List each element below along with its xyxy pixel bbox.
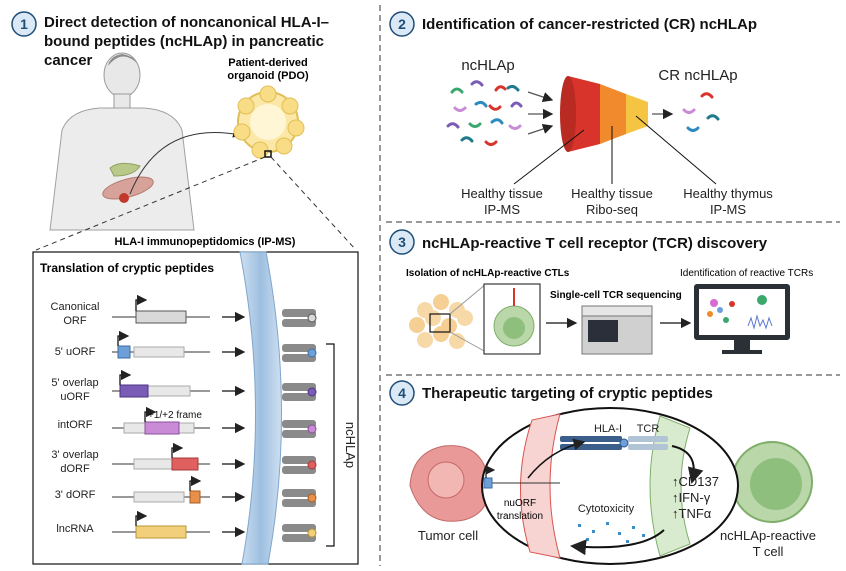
organoid-icon [233, 85, 305, 159]
effect-ifng: ↑IFN-γ [672, 490, 711, 505]
hla-tcr-complex [560, 436, 668, 450]
peptide-pool-input [446, 80, 523, 146]
funnel-input-arrows [527, 91, 554, 135]
pdo-label-line2: organoid (PDO) [227, 70, 309, 82]
tcell-label-line2: T cell [753, 544, 784, 559]
signal-arrow [671, 445, 704, 484]
effect-tnfa: ↑TNFα [672, 506, 712, 521]
row-label-canonical-2: ORF [63, 315, 87, 327]
zoom-line-right [270, 156, 357, 251]
tumor-cell-icon [409, 445, 490, 522]
filter3-line1: Healthy thymus [683, 186, 773, 201]
ipms-label: HLA-I immunopeptidomics (IP-MS) [115, 236, 296, 248]
panel3-number: 3 [398, 234, 406, 250]
cell-membrane [239, 251, 282, 565]
panel2-title: Identification of cancer-restricted (CR)… [422, 16, 757, 33]
row-label-3overlap-1: 3' overlap [51, 449, 98, 461]
sequencer-icon [581, 305, 653, 355]
translation-line2: translation [497, 511, 543, 522]
patient-figure [49, 52, 195, 231]
panel2-number-badge [389, 11, 415, 37]
panel3-title: ncHLAp-reactive T cell receptor (TCR) di… [422, 235, 768, 252]
cytotoxicity-label: Cytotoxicity [578, 503, 635, 515]
filter2-line1: Healthy tissue [571, 186, 653, 201]
tcr-label: TCR [637, 423, 660, 435]
filter2-line2: Ribo-seq [586, 202, 638, 217]
nchlap-bracket [326, 343, 335, 547]
ctl-nucleus [503, 317, 525, 339]
presentation-arrows [222, 311, 246, 538]
step1-label: Isolation of ncHLAp-reactive CTLs [406, 268, 570, 279]
translation-line1: nuORF [504, 498, 536, 509]
cytotoxic-granules [578, 522, 645, 543]
transcript-diagrams [112, 294, 210, 539]
hla-molecules [282, 309, 317, 542]
row-label-canonical-1: Canonical [51, 301, 100, 313]
panel4-number: 4 [398, 385, 406, 401]
hla-label: HLA-I [594, 423, 622, 435]
panel1-title-line1: Direct detection of noncanonical HLA-I– [44, 14, 329, 31]
pdo-label-line1: Patient-derived [228, 57, 307, 69]
panel1-number: 1 [20, 16, 28, 32]
tcell-label-line1: ncHLAp-reactive [720, 528, 816, 543]
filter-callout-lines [513, 115, 717, 185]
panel1-title-line2: bound peptides (ncHLAp) in pancreatic [44, 33, 324, 50]
presentation-arrow [527, 438, 586, 479]
frame-label: +1/+2 frame [148, 410, 202, 421]
filter1-line1: Healthy tissue [461, 186, 543, 201]
tcell-membrane [649, 415, 691, 557]
bracket-label: ncHLAp [343, 422, 358, 468]
zoom-cone [449, 283, 487, 353]
step3-label: Identification of reactive TCRs [680, 268, 813, 279]
row-label-5uorf: 5' uORF [55, 346, 96, 358]
row-label-intorf: intORF [58, 419, 93, 431]
cytotoxic-arrow [570, 529, 665, 556]
panel4-title: Therapeutic targeting of cryptic peptide… [422, 385, 713, 402]
cryptic-peptides-box [32, 251, 359, 565]
orf-row-labels: Canonical ORF 5' uORF 5' overlap uORF in… [51, 301, 100, 535]
panel4-number-badge [389, 380, 415, 406]
box-title: Translation of cryptic peptides [40, 261, 214, 275]
panel1-number-badge [11, 11, 37, 37]
nuorf-start-arrow [485, 465, 496, 478]
tcell-icon [731, 441, 813, 523]
nuorf-block [483, 477, 493, 489]
panel1-title-line3: cancer [44, 52, 93, 69]
output-peptides-label: CR ncHLAp [658, 67, 737, 84]
monitor-icon [694, 284, 790, 354]
tumor-membrane [520, 413, 561, 559]
row-label-lncrna: lncRNA [56, 523, 94, 535]
filter3-line2: IP-MS [710, 202, 746, 217]
tumor-label: Tumor cell [418, 528, 478, 543]
panel2-number: 2 [398, 16, 406, 32]
input-peptides-label: ncHLAp [461, 57, 514, 74]
peptide-pool-output [682, 92, 720, 132]
filter-funnel [560, 76, 648, 152]
row-label-5overlap-1: 5' overlap [51, 377, 98, 389]
effect-cd137: ↑CD137 [672, 474, 719, 489]
row-label-5overlap-2: uORF [60, 391, 90, 403]
filter1-line2: IP-MS [484, 202, 520, 217]
panel3-number-badge [389, 229, 415, 255]
step2-label: Single-cell TCR sequencing [550, 290, 682, 301]
cell-cluster-icon [409, 294, 473, 349]
row-label-3overlap-2: dORF [60, 463, 90, 475]
row-label-3dorf: 3' dORF [55, 489, 96, 501]
